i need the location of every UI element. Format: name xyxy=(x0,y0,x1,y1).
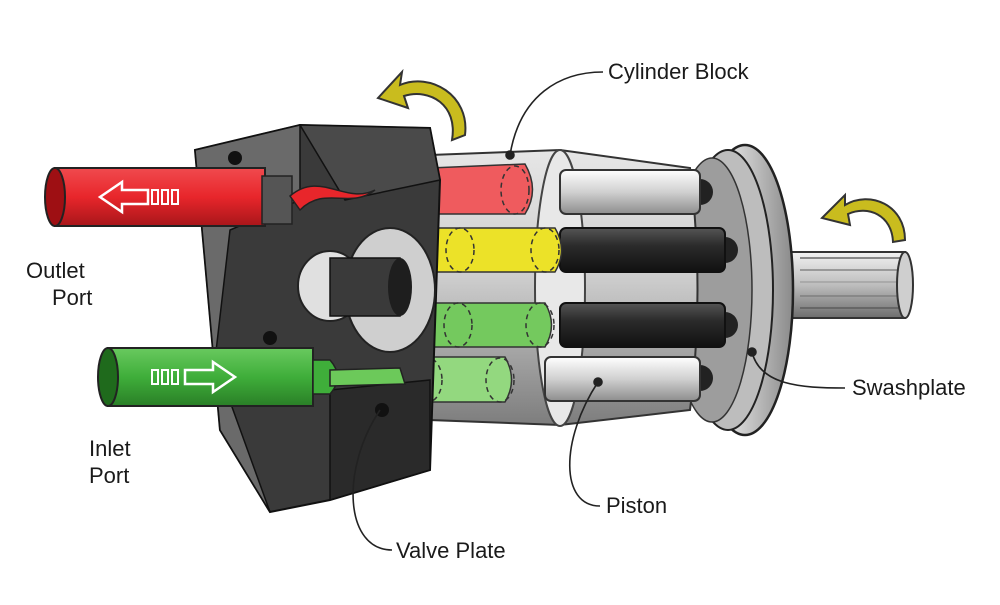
label-piston: Piston xyxy=(606,493,668,518)
label-inlet-port-line2: Port xyxy=(89,463,130,488)
swashplate-leader xyxy=(751,351,846,389)
rotation-arrow-icon xyxy=(376,68,467,142)
cylinder-chambers xyxy=(409,163,563,403)
label-outlet-port-line1: Outlet xyxy=(26,258,85,283)
inlet-port-tube xyxy=(97,347,407,407)
piston-leader xyxy=(568,381,601,507)
flow-direction-arrow-icon xyxy=(97,179,179,215)
label-swashplate: Swashplate xyxy=(852,375,966,400)
leader-lines xyxy=(352,71,846,551)
label-valve-plate: Valve Plate xyxy=(396,538,506,563)
valve-plate-leader xyxy=(352,409,393,551)
rotation-arrow-icon xyxy=(820,192,907,244)
label-cylinder-block: Cylinder Block xyxy=(608,59,749,84)
label-inlet-port-line1: Inlet xyxy=(89,436,131,461)
outlet-port-tube xyxy=(44,167,376,227)
piston-rods xyxy=(544,169,726,402)
swashplate-disc xyxy=(671,143,795,437)
label-outlet-port-line2: Port xyxy=(52,285,93,310)
flow-direction-arrow-icon xyxy=(151,359,238,395)
cylinder-block-leader xyxy=(509,71,604,156)
